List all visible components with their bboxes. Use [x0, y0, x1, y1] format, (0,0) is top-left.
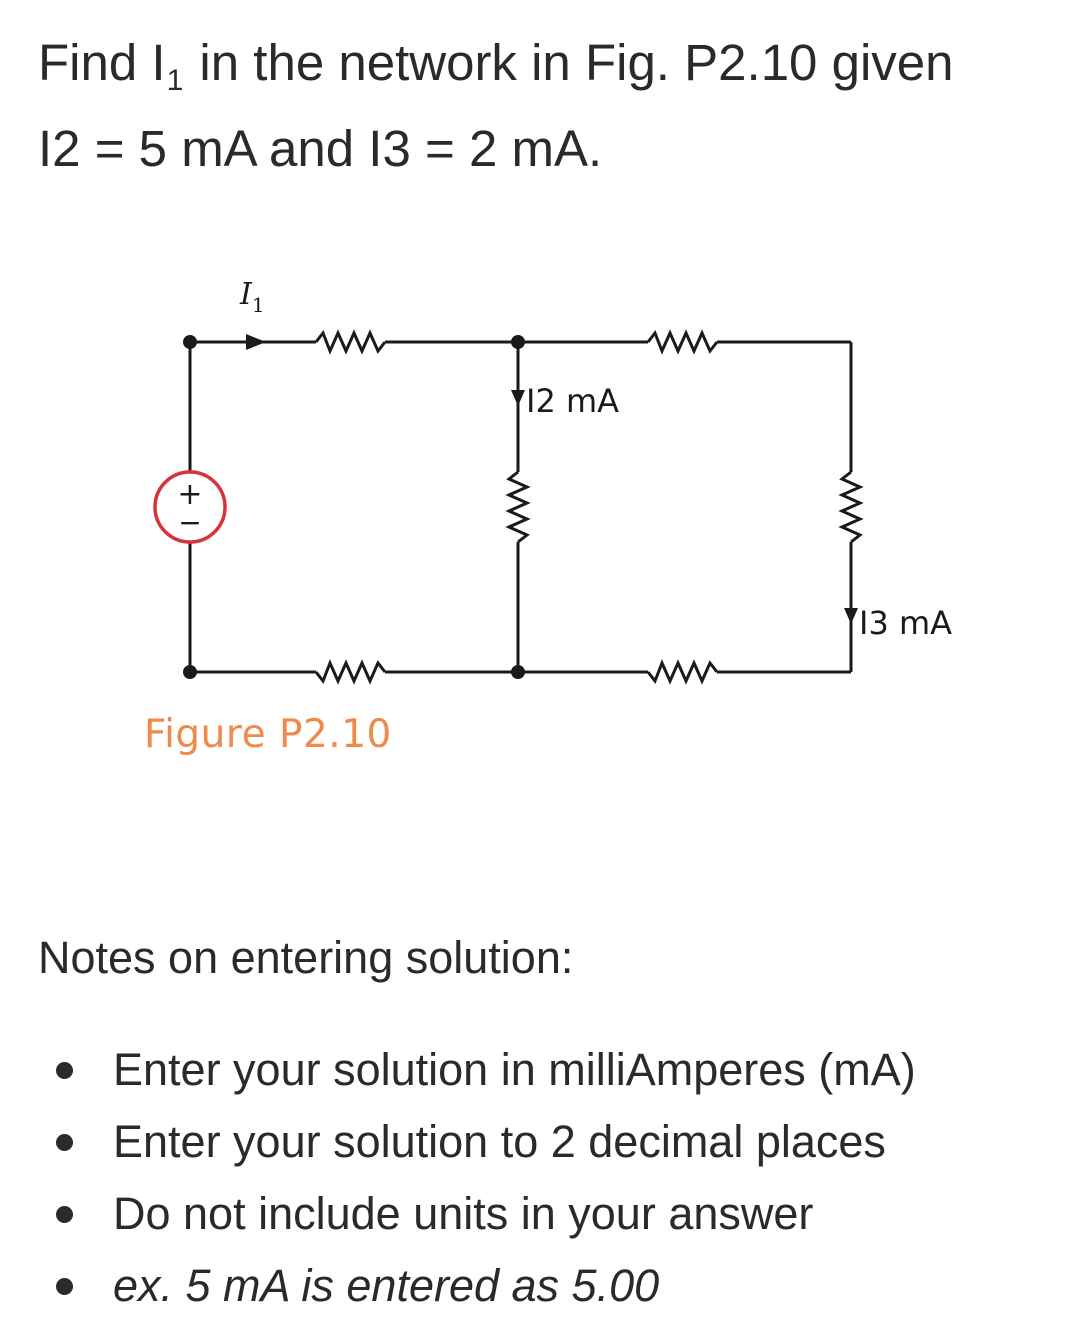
notes-list: Enter your solution in milliAmperes (mA)… [0, 1034, 1067, 1322]
question-prefix: Find I [38, 34, 166, 91]
notes-heading: Notes on entering solution: [38, 932, 574, 983]
current-arrow-i2 [511, 390, 525, 406]
current-label-i1: I1 [239, 277, 265, 317]
circuit-figure: + − I1 I2 mA I3 mA [120, 260, 1000, 770]
source-minus-sign: − [178, 506, 201, 539]
note-text: Do not include units in your answer [113, 1188, 814, 1239]
list-item: Enter your solution to 2 decimal places [0, 1106, 1067, 1178]
list-item: Do not include units in your answer [0, 1178, 1067, 1250]
figure-caption: Figure P2.10 [144, 712, 392, 757]
question-text: Find I1 in the network in Fig. P2.10 giv… [38, 24, 1048, 188]
resistor-top-left [314, 329, 387, 355]
node-bottom-middle [511, 665, 525, 679]
resistor-right [838, 470, 864, 544]
node-top-left [183, 335, 197, 349]
list-item: Enter your solution in milliAmperes (mA) [0, 1034, 1067, 1106]
note-text: ex. 5 mA is entered as 5.00 [113, 1260, 660, 1311]
note-text: Enter your solution to 2 decimal places [113, 1116, 886, 1167]
current-label-i1-sub: 1 [252, 293, 265, 317]
node-bottom-left [183, 665, 197, 679]
current-arrow-i3 [844, 608, 858, 624]
resistor-bottom-left [314, 659, 387, 685]
bullet-icon [56, 1206, 73, 1223]
resistor-bottom-right [646, 659, 719, 685]
source-plus-sign: + [177, 477, 202, 512]
branch-label-i2: I2 mA [526, 382, 619, 420]
list-item: ex. 5 mA is entered as 5.00 [0, 1250, 1067, 1322]
circuit-diagram: + − I1 I2 mA I3 mA [153, 277, 952, 685]
bullet-icon [56, 1134, 73, 1151]
note-text: Enter your solution in milliAmperes (mA) [113, 1044, 916, 1095]
branch-label-i3: I3 mA [859, 604, 952, 642]
question-subscript: 1 [166, 64, 184, 97]
current-arrow-i1 [246, 334, 266, 350]
question-line1-rest: in the network in Fig. P2.10 given [185, 34, 954, 91]
node-top-middle [511, 335, 525, 349]
bullet-icon [56, 1278, 73, 1295]
voltage-source-circle [153, 470, 227, 544]
question-line2: I2 = 5 mA and I3 = 2 mA. [38, 120, 603, 177]
current-label-i1-main: I [239, 277, 253, 312]
bullet-icon [56, 1062, 73, 1079]
resistor-top-right [646, 329, 719, 355]
resistor-middle [505, 470, 531, 544]
